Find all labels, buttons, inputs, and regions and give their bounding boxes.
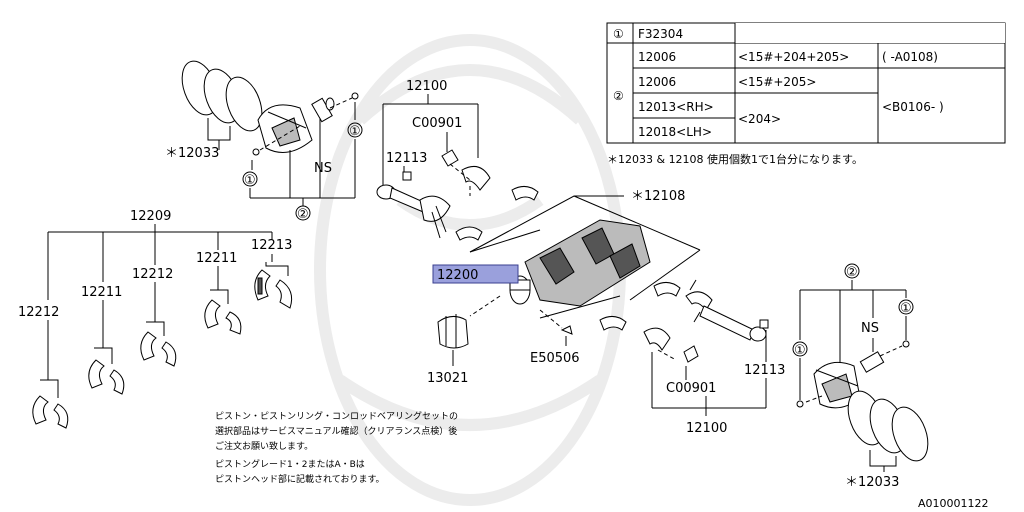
label-12100-bot[interactable]: 12100 xyxy=(686,421,727,436)
bearing-12212-a xyxy=(140,331,177,367)
table-row2-range: ( -A0108) xyxy=(882,50,938,64)
table-footnote: ＊12033 & 12108 使用個数1で1台分になります。 xyxy=(607,152,863,166)
note-line-4: ピストングレード1・2またはA・Bは xyxy=(215,458,365,470)
circle-1-b: ① xyxy=(349,124,361,139)
crankshaft xyxy=(509,219,651,307)
key-e50506 xyxy=(560,325,573,335)
label-12200[interactable]: 12200 xyxy=(437,268,478,283)
label-12108[interactable]: ＊12108 xyxy=(631,189,685,204)
piston-pin-top xyxy=(311,97,335,123)
snap-ring-bot-a xyxy=(796,400,804,408)
crankshaft-bearings xyxy=(455,186,681,331)
label-12113-bot[interactable]: 12113 xyxy=(744,363,785,378)
snap-ring-top-a xyxy=(252,148,260,156)
label-12033-bot[interactable]: ＊12033 xyxy=(845,475,899,490)
table-group-circle: ② xyxy=(613,89,624,103)
circle-2-top: ② xyxy=(297,207,309,222)
connecting-rod-top xyxy=(376,171,451,239)
highlight-12200[interactable] xyxy=(432,264,519,284)
part-table: ① F32304 ② 12006 <15#+204+205> ( -A0108)… xyxy=(606,22,1006,166)
snap-ring-top-b xyxy=(351,92,359,100)
table-row1-part[interactable]: F32304 xyxy=(638,27,683,41)
piston-bottom xyxy=(813,361,861,409)
label-12213[interactable]: 12213 xyxy=(251,238,292,253)
label-ns-bot: NS xyxy=(861,321,879,336)
label-e50506[interactable]: E50506 xyxy=(530,351,580,366)
piston-top xyxy=(257,104,313,153)
label-c00901-top[interactable]: C00901 xyxy=(412,116,462,131)
label-ns-top: NS xyxy=(314,161,332,176)
table-row3-part[interactable]: 12006 xyxy=(638,75,676,89)
label-13021[interactable]: 13021 xyxy=(427,371,468,386)
table-row4-spec: <204> xyxy=(738,112,781,126)
circle-1-a: ① xyxy=(244,173,256,188)
circle-2-bot: ② xyxy=(846,265,858,280)
table-row5-part[interactable]: 12018<LH> xyxy=(638,125,712,139)
label-12211-a[interactable]: 12211 xyxy=(81,285,122,300)
note-line-5: ピストンヘッド部に記載されております。 xyxy=(215,473,385,485)
connecting-rod-bottom xyxy=(685,279,769,342)
circle-1-d: ① xyxy=(900,301,912,316)
piston-pin-bot xyxy=(859,351,885,373)
rod-cap-top xyxy=(441,149,491,191)
table-row4-part[interactable]: 12013<RH> xyxy=(638,100,714,114)
label-12100-top[interactable]: 12100 xyxy=(406,79,447,94)
rod-cap-bottom xyxy=(643,327,699,363)
table-row2-part[interactable]: 12006 xyxy=(638,50,676,64)
timing-sprocket xyxy=(437,314,469,349)
label-12209[interactable]: 12209 xyxy=(130,209,171,224)
bearing-12212-b xyxy=(32,395,69,429)
label-12212-a[interactable]: 12212 xyxy=(132,267,173,282)
note-line-3: ご注文お願い致します。 xyxy=(215,440,313,452)
bearing-12211-a xyxy=(88,359,125,395)
table-row2-spec: <15#+204+205> xyxy=(738,50,849,64)
label-12033-top[interactable]: ＊12033 xyxy=(165,146,219,161)
table-row4-range: <B0106- ) xyxy=(882,100,944,114)
piston-ring-set-bottom xyxy=(847,390,929,462)
note-line-1: ピストン・ピストンリング・コンロッドベアリングセットの xyxy=(215,410,458,422)
label-12113-top[interactable]: 12113 xyxy=(386,151,427,166)
table-row3-spec: <15#+205> xyxy=(738,75,816,89)
piston-ring-set-top xyxy=(181,60,263,132)
snap-ring-bot-b xyxy=(902,340,910,348)
label-12212-b[interactable]: 12212 xyxy=(18,305,59,320)
table-row1-circle: ① xyxy=(613,27,624,41)
label-c00901-bot[interactable]: C00901 xyxy=(666,381,716,396)
diagram-id: A010001122 xyxy=(918,497,989,510)
label-12211-b[interactable]: 12211 xyxy=(196,251,237,266)
thrust-bearing-12213 xyxy=(254,269,293,309)
circle-1-c: ① xyxy=(794,343,806,358)
bearing-12211-b xyxy=(204,299,242,335)
note-line-2: 選択部品はサービスマニュアル確認（クリアランス点検）後 xyxy=(215,425,457,437)
notes-block: ピストン・ピストンリング・コンロッドベアリングセットの 選択部品はサービスマニュ… xyxy=(215,410,458,485)
